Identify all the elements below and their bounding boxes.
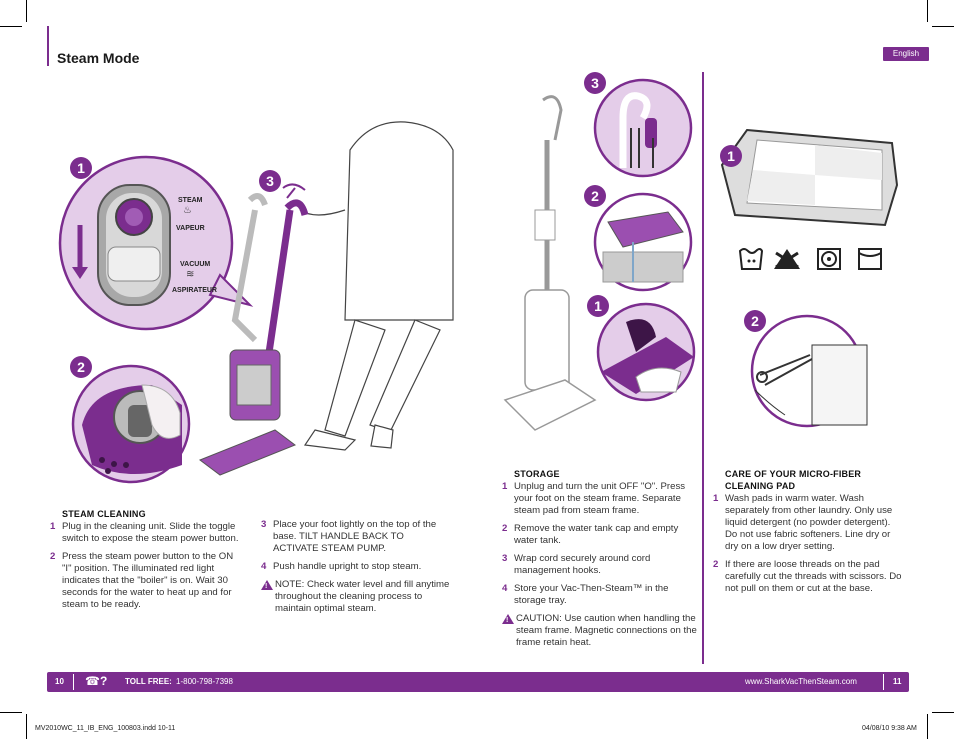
storage-badge-1: 1 [587, 295, 609, 317]
step-number: 3 [502, 553, 508, 564]
storage-step-4: 4 Store your Vac-Then-Steam™ in the stora… [502, 583, 698, 607]
title-accent-bar [47, 26, 49, 66]
step-badge-3: 3 [259, 170, 281, 192]
line-dry-icon [858, 248, 882, 270]
steam-step-2: 2 Press the steam power button to the ON … [50, 551, 245, 611]
step-text: Plug in the cleaning unit. Slide the tog… [62, 521, 239, 544]
storage-section: STORAGE 1 Unplug and turn the unit OFF "O… [502, 468, 698, 649]
steam-cleaning-section: STEAM CLEANING 1 Plug in the cleaning uni… [50, 508, 245, 617]
scissors-cutting-illustration [750, 314, 868, 428]
step-number: 1 [502, 481, 508, 492]
vapeur-label: VAPEUR [176, 225, 205, 232]
step-text: Wrap cord securely around cord managemen… [514, 553, 651, 576]
step-number: 2 [502, 523, 508, 534]
caution-text: CAUTION: Use caution when handling the s… [516, 613, 697, 648]
storage-heading: STORAGE [514, 469, 560, 479]
steam-cleaning-continued: 3 Place your foot lightly on the top of t… [261, 519, 451, 615]
page-number-right: 11 [893, 677, 902, 686]
no-bleach-icon [774, 249, 800, 269]
toggle-switch-illustration [58, 155, 254, 331]
care-heading-line2: CLEANING PAD [725, 481, 796, 491]
steam-label: STEAM [178, 197, 203, 204]
caution-block: CAUTION: Use caution when handling the s… [502, 613, 698, 649]
step-text: Place your foot lightly on the top of th… [273, 519, 437, 554]
footer-divider [73, 674, 74, 690]
column-divider [702, 72, 704, 664]
micro-fiber-pad-illustration [720, 128, 899, 227]
care-badge-2: 2 [744, 310, 766, 332]
step-text: Press the steam power button to the ON "… [62, 551, 234, 610]
steam-cleaning-heading: STEAM CLEANING [62, 509, 146, 519]
steam-step-3: 3 Place your foot lightly on the top of t… [261, 519, 451, 555]
footer-divider [883, 674, 884, 690]
step-number: 2 [50, 551, 56, 562]
step-number: 1 [50, 521, 56, 532]
step-text: Unplug and turn the unit OFF "O". Press … [514, 481, 686, 516]
step-number: 4 [502, 583, 508, 594]
storage-step-2: 2 Remove the water tank cap and empty wat… [502, 523, 698, 547]
toll-free-number[interactable]: 1-800-798-7398 [176, 677, 233, 686]
print-filename: MV2010WC_11_IB_ENG_100803.indd 10-11 [35, 725, 176, 732]
crop-mark [932, 26, 954, 27]
page-number-left: 10 [55, 677, 64, 686]
step-text: If there are loose threads on the pad ca… [725, 559, 902, 594]
storage-unit-illustration [503, 95, 597, 431]
storage-badge-2: 2 [584, 185, 606, 207]
crop-mark [927, 714, 928, 739]
steam-step-4: 4 Push handle upright to stop steam. [261, 561, 451, 573]
care-heading-line1: CARE OF YOUR MICRO-FIBER [725, 469, 862, 479]
step-number: 3 [261, 519, 267, 530]
step-badge-2: 2 [70, 356, 92, 378]
steam-frame-illustration [596, 302, 696, 402]
page-title: Steam Mode [57, 50, 140, 66]
note-block: NOTE: Check water level and fill anytime… [261, 579, 451, 615]
crop-mark [932, 712, 954, 713]
crop-mark [0, 26, 22, 27]
toll-free-label: TOLL FREE: [125, 677, 172, 686]
step-number: 4 [261, 561, 267, 572]
step-text: Store your Vac-Then-Steam™ in the storag… [514, 583, 669, 606]
step-number: 1 [713, 493, 719, 504]
print-datetime: 04/08/10 9:38 AM [862, 725, 917, 732]
crop-mark [26, 0, 27, 22]
care-step-2: 2 If there are loose threads on the pad c… [713, 559, 905, 595]
storage-step-1: 1 Unplug and turn the unit OFF "O". Press… [502, 481, 698, 517]
power-button-illustration [71, 364, 191, 484]
aspirateur-label: ASPIRATEUR [172, 287, 217, 294]
step-text: Wash pads in warm water. Wash separately… [725, 493, 893, 552]
step-number: 2 [713, 559, 719, 570]
note-text: NOTE: Check water level and fill anytime… [275, 579, 450, 614]
storage-badge-3: 3 [584, 72, 606, 94]
footer-bar: 10 ☎? TOLL FREE: 1-800-798-7398 www.Shar… [47, 672, 909, 692]
warning-icon [502, 614, 514, 627]
wash-symbol-icon [738, 248, 764, 270]
steam-step-1: 1 Plug in the cleaning unit. Slide the to… [50, 521, 245, 545]
warning-icon [261, 580, 273, 593]
cord-hook-illustration [593, 78, 693, 178]
crop-mark [0, 712, 22, 713]
step-text: Remove the water tank cap and empty wate… [514, 523, 679, 546]
storage-step-3: 3 Wrap cord securely around cord manageme… [502, 553, 698, 577]
vacuum-icon: ≋ [186, 269, 195, 280]
steam-icon: ♨ [183, 205, 192, 216]
phone-help-icon: ☎? [85, 674, 108, 688]
care-badge-1: 1 [720, 145, 742, 167]
crop-mark [26, 714, 27, 739]
vacuum-label: VACUUM [180, 261, 211, 268]
language-tab[interactable]: English [883, 47, 929, 61]
person-steam-mop-illustration [198, 121, 454, 476]
step-badge-1: 1 [70, 157, 92, 179]
step-text: Push handle upright to stop steam. [273, 561, 422, 572]
water-tank-illustration [593, 192, 693, 292]
website-link[interactable]: www.SharkVacThenSteam.com [745, 677, 857, 686]
care-step-1: 1 Wash pads in warm water. Wash separatel… [713, 493, 905, 553]
crop-mark [927, 0, 928, 22]
tumble-dry-icon [817, 248, 841, 270]
